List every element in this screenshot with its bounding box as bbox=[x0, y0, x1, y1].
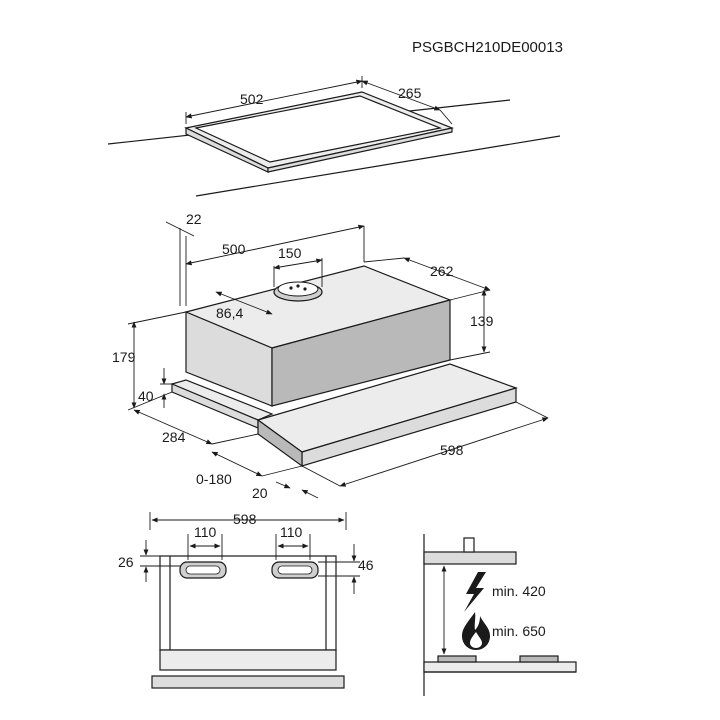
cutout-view: 502 265 bbox=[107, 76, 561, 197]
electric-clearance-label: min. 420 bbox=[492, 583, 546, 599]
lightning-icon bbox=[464, 572, 486, 612]
total-height-label: 179 bbox=[112, 349, 136, 365]
opening-left-label: 110 bbox=[194, 524, 217, 540]
gas-clearance-label: min. 650 bbox=[492, 623, 546, 639]
top-offset-label: 22 bbox=[186, 211, 202, 227]
hood-view: 22 500 150 262 86,4 139 179 40 bbox=[112, 211, 549, 501]
left-offset-label: 26 bbox=[118, 554, 134, 570]
cutout-width-label: 502 bbox=[240, 91, 264, 107]
body-height-label: 139 bbox=[470, 313, 494, 329]
body-depth-label: 284 bbox=[162, 429, 186, 445]
outlet-diameter-label: 150 bbox=[278, 245, 302, 261]
right-offset-label: 46 bbox=[358, 557, 374, 573]
underside-width-label: 598 bbox=[233, 511, 257, 527]
extension-label: 0-180 bbox=[196, 471, 232, 487]
depth-label: 262 bbox=[430, 263, 454, 279]
width-label: 598 bbox=[440, 442, 464, 458]
clearance-view: min. 420 min. 650 bbox=[423, 534, 577, 696]
opening-right-label: 110 bbox=[280, 524, 303, 540]
cutout-depth-label: 265 bbox=[398, 85, 422, 101]
length-label: 500 bbox=[222, 241, 246, 257]
front-thickness-label: 20 bbox=[252, 485, 268, 501]
outlet-offset-label: 86,4 bbox=[216, 305, 243, 321]
front-height-label: 40 bbox=[138, 388, 154, 404]
underside-view: 598 110 110 26 46 bbox=[118, 511, 374, 689]
product-code: PSGBCH210DE00013 bbox=[412, 39, 563, 56]
flame-icon bbox=[462, 612, 490, 650]
